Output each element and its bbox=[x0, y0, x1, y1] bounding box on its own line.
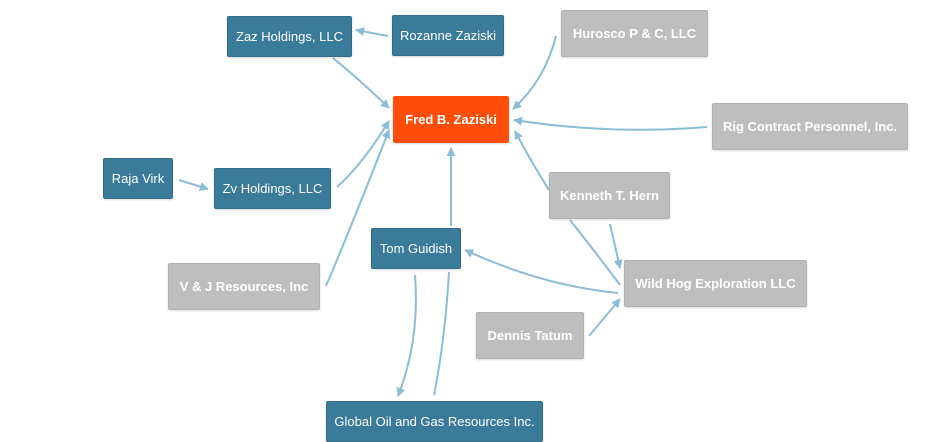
node-zaz-holdings[interactable]: Zaz Holdings, LLC bbox=[227, 16, 352, 57]
edge-rozanne-to-zaz bbox=[355, 27, 389, 37]
node-global-oil-and-gas[interactable]: Global Oil and Gas Resources Inc. bbox=[326, 401, 543, 442]
node-kenneth-hern[interactable]: Kenneth T. Hern bbox=[549, 172, 670, 219]
node-dennis-tatum[interactable]: Dennis Tatum bbox=[476, 312, 584, 359]
node-rozanne-zaziski[interactable]: Rozanne Zaziski bbox=[392, 15, 504, 56]
node-vj-resources[interactable]: V & J Resources, Inc bbox=[168, 263, 320, 310]
node-wild-hog-exploration[interactable]: Wild Hog Exploration LLC bbox=[624, 260, 807, 307]
edge-rig-to-fred bbox=[513, 116, 708, 131]
edge-zaz-to-fred bbox=[332, 57, 390, 109]
node-raja-virk[interactable]: Raja Virk bbox=[103, 158, 173, 199]
edge-dennis-to-wildhog bbox=[588, 298, 621, 337]
edge-tom-to-global bbox=[396, 274, 417, 397]
node-hurosco[interactable]: Hurosco P & C, LLC bbox=[561, 10, 708, 57]
node-zv-holdings[interactable]: Zv Holdings, LLC bbox=[214, 168, 331, 209]
edge-raja-to-zv bbox=[178, 179, 209, 191]
node-tom-guidish[interactable]: Tom Guidish bbox=[371, 228, 461, 269]
edge-hurosco-to-fred bbox=[512, 35, 557, 110]
edge-wildhog-to-tom bbox=[464, 249, 619, 294]
edge-kenneth-to-fred bbox=[514, 130, 550, 191]
edge-vj-to-fred bbox=[325, 129, 391, 287]
edge-kenneth-to-wildhog-2 bbox=[569, 219, 621, 286]
edge-zv-to-fred bbox=[336, 120, 390, 188]
node-rig-contract-personnel[interactable]: Rig Contract Personnel, Inc. bbox=[712, 103, 908, 150]
node-fred-zaziski[interactable]: Fred B. Zaziski bbox=[393, 96, 509, 143]
edge-global-to-tom bbox=[433, 271, 450, 396]
edge-kenneth-to-wildhog bbox=[609, 223, 623, 269]
